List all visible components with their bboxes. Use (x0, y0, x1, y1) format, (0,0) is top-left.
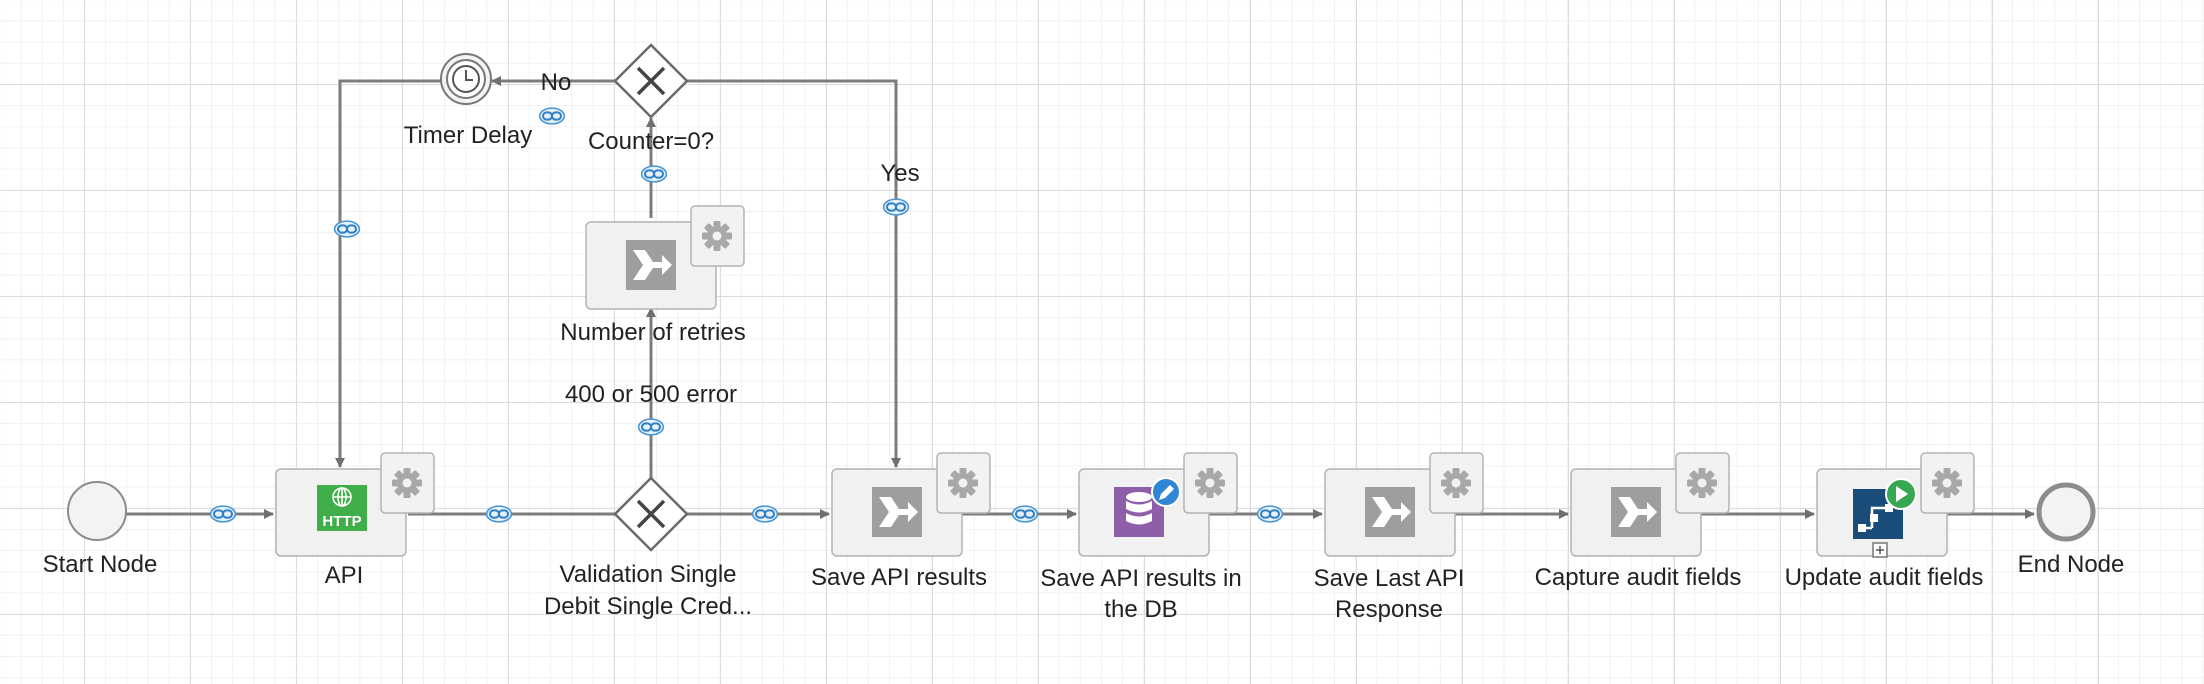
play-icon (1885, 478, 1917, 510)
save-db-label-line1: Save API results in (1040, 565, 1241, 592)
gear-icon[interactable] (1183, 452, 1238, 514)
link-icon[interactable] (751, 505, 779, 523)
counter-gateway-label: Counter=0? (588, 128, 714, 155)
link-icon[interactable] (209, 505, 237, 523)
save-db-label-line2: the DB (1104, 596, 1177, 623)
timer-label: Timer Delay (404, 122, 532, 149)
save-db-node[interactable] (1078, 468, 1210, 557)
save-last-label-line1: Save Last API (1314, 565, 1465, 592)
edge-label-no: No (541, 69, 572, 96)
timer-event[interactable] (440, 53, 492, 105)
update-audit-label: Update audit fields (1785, 564, 1984, 591)
clock-icon (452, 65, 480, 93)
link-icon[interactable] (637, 418, 665, 436)
save-api-results-label: Save API results (811, 564, 987, 591)
edit-icon (1151, 477, 1181, 507)
validation-label-line2: Debit Single Cred... (544, 593, 752, 620)
link-icon[interactable] (1256, 505, 1284, 523)
arrow-merge-icon (1365, 487, 1415, 537)
end-node-label: End Node (2018, 551, 2125, 578)
gear-icon[interactable] (380, 452, 435, 514)
save-last-label-line2: Response (1335, 596, 1443, 623)
end-node[interactable] (2036, 482, 2096, 542)
link-icon[interactable] (333, 220, 361, 238)
link-badges (209, 107, 1284, 523)
expand-subprocess-icon[interactable] (1872, 542, 1888, 558)
arrow-merge-icon (1611, 487, 1661, 537)
link-icon[interactable] (640, 165, 668, 183)
update-audit-node[interactable] (1816, 468, 1948, 558)
http-icon: HTTP (317, 485, 367, 531)
api-node[interactable]: HTTP (275, 468, 407, 557)
x-icon (636, 66, 666, 96)
gear-icon[interactable] (1920, 452, 1975, 514)
start-node[interactable] (67, 481, 127, 541)
arrow-merge-icon (872, 487, 922, 537)
http-icon-text: HTTP (322, 513, 361, 530)
subprocess-icon (1853, 489, 1903, 539)
validation-label-line1: Validation Single (559, 561, 736, 588)
link-icon[interactable] (1011, 505, 1039, 523)
edge-counter-yes-to-save-results[interactable] (686, 79, 901, 468)
edge-label-yes: Yes (880, 160, 919, 187)
x-icon (636, 499, 666, 529)
api-node-label: API (325, 562, 364, 589)
link-icon[interactable] (538, 107, 566, 125)
gear-icon[interactable] (936, 452, 991, 514)
link-icon[interactable] (882, 198, 910, 216)
gear-icon[interactable] (690, 205, 745, 267)
start-node-label: Start Node (43, 551, 158, 578)
gear-icon[interactable] (1675, 452, 1730, 514)
arrow-merge-icon (626, 240, 676, 290)
edge-label-error: 400 or 500 error (565, 381, 737, 408)
retries-node-label: Number of retries (560, 319, 745, 346)
validation-gateway[interactable] (613, 476, 689, 552)
edge-timer-to-api[interactable] (335, 79, 441, 468)
gear-icon[interactable] (1429, 452, 1484, 514)
counter-gateway[interactable] (613, 43, 689, 119)
capture-audit-label: Capture audit fields (1535, 564, 1742, 591)
link-icon[interactable] (485, 505, 513, 523)
